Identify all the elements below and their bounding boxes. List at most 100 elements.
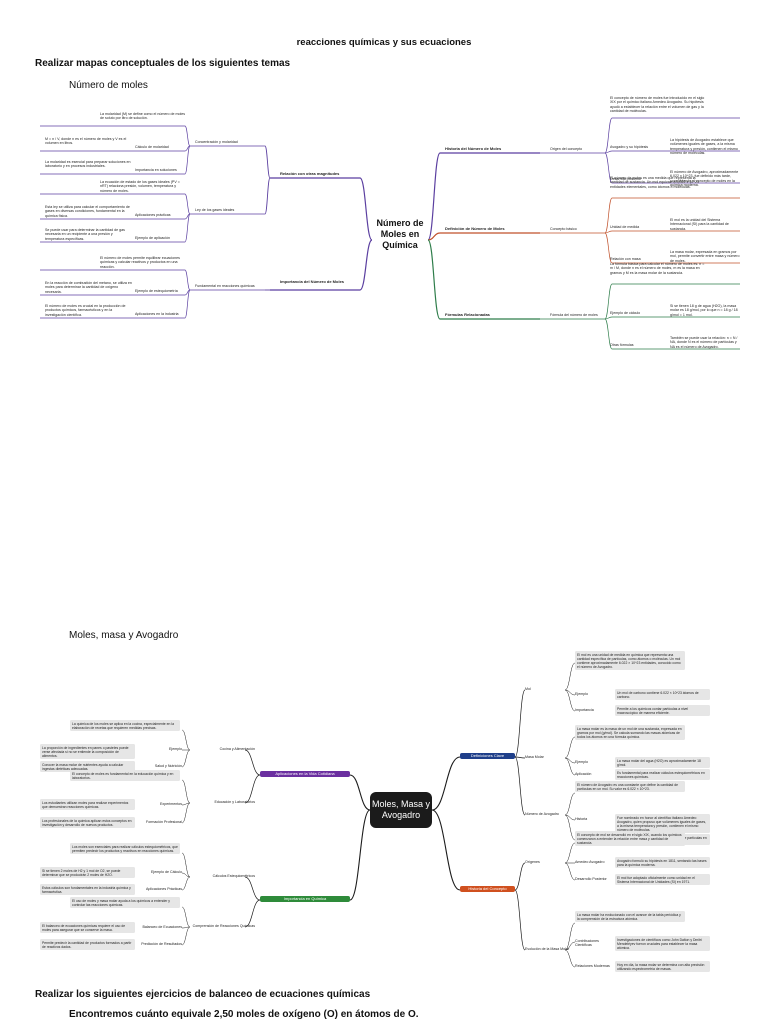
connector-line — [564, 949, 576, 968]
connector-line — [359, 177, 373, 241]
map1-leaf-label: Aplicaciones en la industria — [135, 312, 179, 316]
connector-line — [604, 150, 613, 154]
map2-item-note: La proporción de ingredientes en panes o… — [40, 744, 135, 760]
map2-branch-tag: Definiciones Clave — [460, 753, 515, 759]
map2-item-label: Experimentos — [160, 802, 182, 806]
map2-subbranch-label: Evolución de la Masa Molar — [525, 947, 570, 951]
map1-leaf-note: La molaridad (M) se define como el númer… — [100, 112, 186, 121]
connector-line — [427, 239, 441, 320]
map1-leaf-note: El número de moles permite equilibrar ec… — [100, 256, 180, 269]
map1-leaf-label: Ejemplo de aplicación — [135, 236, 170, 240]
connector-line — [604, 232, 613, 264]
connector-line — [514, 756, 526, 759]
map2-item-note: Un mol de carbono contiene 6.022 × 10^23… — [615, 689, 710, 701]
connector-line — [514, 862, 526, 891]
connector-line — [564, 792, 576, 816]
connector-line — [181, 906, 191, 928]
map2-item-note: El mol es una unidad de medida en químic… — [575, 651, 685, 671]
map1-branch-label: Historia del Número de Moles — [445, 146, 502, 151]
connector-line — [181, 749, 191, 768]
map1-leaf-note: La masa molar, expresada en gramos por m… — [670, 250, 740, 263]
map1-leaf-label: Aplicaciones prácticas — [135, 213, 171, 217]
connector-line — [564, 662, 576, 691]
connector-line — [184, 125, 191, 147]
map2-item-note: La química de los moles se aplica en la … — [70, 720, 180, 732]
map2-item-note: Conocer la masa molar de nutrientes ayud… — [40, 761, 135, 773]
map1-leaf-note: El número de Avogadro, aproximadamente 6… — [670, 170, 739, 188]
map2-item-note: El concepto de moles es fundamental en l… — [70, 770, 180, 782]
connector-line — [244, 899, 261, 928]
connector-line — [604, 152, 613, 184]
map2-item-note: La masa molar ha evolucionado con el ava… — [575, 911, 685, 923]
connector-line — [514, 756, 526, 816]
map2-branch-tag: Historia del Concepto — [460, 886, 515, 892]
map2-item-note: El balanceo de ecuaciones químicas requi… — [40, 922, 135, 934]
map1-branch-label: Relación con otras magnitudes — [280, 171, 340, 176]
map2-subbranch-label: Cocina y Alimentación — [219, 747, 255, 751]
map2-item-label: Ejemplo de Cálculo — [151, 870, 182, 874]
map2-item-note: Estos cálculos son fundamentales en la i… — [40, 884, 135, 896]
map1-leaf-note: La fórmula básica para calcular el númer… — [610, 262, 705, 275]
connector-line — [181, 926, 191, 929]
map2-item-note: Fue nombrado en honor al científico ital… — [615, 814, 710, 834]
map2-subbranch-label: Educación y Laboratorios — [214, 800, 255, 804]
map1-leaf-label: Relación con masa — [610, 257, 641, 261]
connector-line — [184, 145, 191, 175]
map2-item-note: Los estudiantes utilizan moles para real… — [40, 799, 135, 811]
map1-center-node: Número de Moles en Química — [372, 215, 428, 259]
connector-line — [564, 689, 576, 696]
map2-item-note: Permite a los químicos contar partículas… — [615, 705, 710, 717]
map2-subbranch-label: Masa Molar — [525, 755, 544, 759]
connector-line — [564, 814, 576, 821]
map1-leaf-note: Esta ley se utiliza para calcular el com… — [45, 205, 130, 218]
map2-item-note: Investigaciones de científicos como John… — [615, 936, 710, 952]
map2-item-label: Importancia — [575, 708, 594, 712]
map2-item-note: El mol fue adoptado oficialmente como un… — [615, 874, 710, 886]
connector-line — [604, 117, 613, 154]
map2-item-label: Ejemplo — [169, 747, 182, 751]
map2-item-label: Aplicaciones Prácticas — [146, 887, 182, 891]
map2-item-label: Aplicación — [575, 772, 592, 776]
map2-item-note: El uso de moles y masa molar ayuda a los… — [70, 897, 180, 909]
map1-leaf-note: La ecuación de estado de los gases ideal… — [100, 180, 180, 193]
map1-leaf-label: Desarrollo posterior — [610, 177, 642, 181]
map1-leaf-note: Se puede usar para determinar la cantida… — [45, 228, 125, 241]
map2-item-note: Permite predecir la cantidad de producto… — [40, 939, 135, 951]
map2-item-label: Predicción de Resultados — [141, 942, 182, 946]
map2-item-note: La masa molar del agua (H2O) es aproxima… — [615, 757, 710, 769]
mind-map-number-of-moles: Número de Moles en Química Historia del N… — [40, 96, 760, 370]
map2-subbranch-label: Cálculos Estequiométricos — [212, 874, 255, 878]
map1-leaf-note: M = n / V, donde n es el número de moles… — [45, 137, 127, 146]
map2-item-label: Salud y Nutrición — [154, 764, 182, 768]
map2-item-label: Formación Profesional — [146, 820, 182, 824]
map2-item-label: Balanceo de Ecuaciones — [142, 925, 182, 929]
map1-leaf-label: Unidad de medida — [610, 225, 640, 229]
connector-line — [564, 922, 576, 951]
connector-line — [564, 689, 576, 712]
map2-item-note: Los moles son esenciales para realizar c… — [70, 843, 180, 855]
connector-line — [181, 926, 191, 946]
map2-item-label: Relaciones Modernas — [575, 964, 610, 968]
map2-subbranch-label: Mol — [525, 687, 531, 691]
connector-line — [181, 852, 191, 878]
exercise-1: Encontremos cuánto equivale 2,50 moles d… — [69, 1009, 419, 1020]
map2-item-note: El concepto de mol se desarrolló en el s… — [575, 831, 685, 847]
connector-line — [264, 177, 271, 215]
connector-line — [604, 283, 613, 320]
connector-line — [359, 239, 373, 291]
map2-item-note: Hoy en día, la masa molar se determina c… — [615, 961, 710, 973]
connector-line — [184, 193, 191, 215]
connector-line — [564, 862, 576, 881]
connector-line — [427, 152, 441, 241]
map2-item-note: Es fundamental para realizar cálculos es… — [615, 769, 710, 781]
map2-item-label: Ejemplo — [575, 692, 588, 696]
mind-map-2-connectors — [181, 662, 576, 968]
connector-line — [514, 889, 526, 951]
map2-item-label: Ejemplo — [575, 760, 588, 764]
map1-subbranch-label: Concepto básico — [550, 227, 577, 231]
map2-subbranch-label: Número de Avogadro — [525, 812, 559, 816]
map1-leaf-label: Ejemplo de estequiometría — [135, 289, 178, 293]
map2-item-note: La masa molar es la masa de un mol de un… — [575, 725, 685, 741]
map1-subbranch-label: Fórmula del número de moles — [550, 313, 598, 317]
